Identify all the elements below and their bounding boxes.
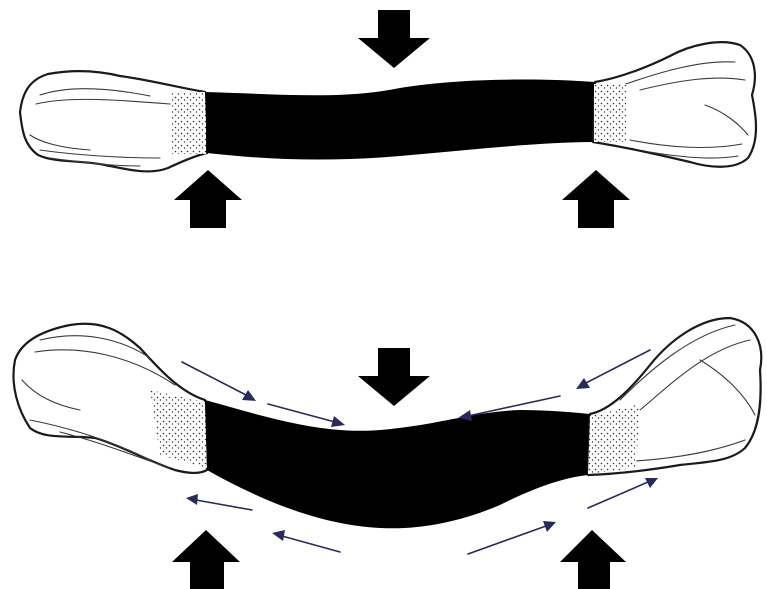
panel-straight-bone (20, 10, 756, 228)
left-bone-end (20, 71, 207, 171)
left-bone-end (13, 324, 207, 473)
right-bone-end (593, 42, 756, 167)
left-stipple (172, 92, 206, 154)
right-stipple (594, 84, 626, 142)
up-arrow-icon (562, 170, 630, 228)
down-arrow-icon (358, 348, 430, 406)
down-arrow-icon (358, 10, 430, 68)
arrowhead-icon (576, 378, 590, 389)
bone-shaft (205, 80, 595, 160)
arrowhead-icon (331, 416, 345, 427)
panel-bent-bone (13, 318, 761, 589)
arrowhead-icon (186, 494, 198, 505)
up-arrow-icon (174, 170, 242, 228)
arrowhead-icon (242, 390, 256, 401)
right-bone-end (588, 318, 761, 475)
up-arrow-icon (172, 530, 240, 589)
bone-shaft (205, 400, 590, 528)
arrowhead-icon (272, 530, 285, 541)
up-arrow-icon (560, 530, 626, 589)
